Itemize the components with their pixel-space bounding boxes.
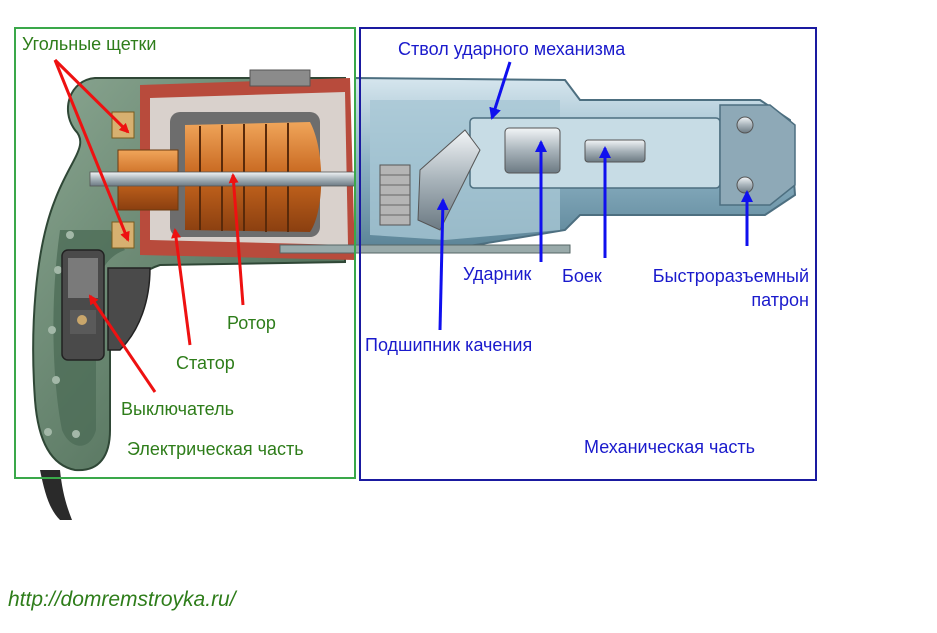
label-stator: Статор <box>176 353 235 373</box>
label-brushes: Угольные щетки <box>22 34 157 54</box>
label-chuck-line1: Быстроразъемный <box>652 266 809 286</box>
electric-part-frame <box>14 27 356 479</box>
label-chuck-line2: патрон <box>751 290 809 310</box>
label-striker: Ударник <box>463 264 532 284</box>
red-arrows <box>53 58 245 393</box>
label-firing-pin: Боек <box>562 266 602 286</box>
wobble-bearing <box>417 129 481 231</box>
label-bearing: Подшипник качения <box>365 335 533 355</box>
grip-dots <box>44 231 80 438</box>
label-electric-part: Электрическая часть <box>127 439 304 459</box>
label-switch: Выключатель <box>121 399 234 419</box>
arrow-rotor <box>228 173 245 306</box>
striker <box>504 127 561 174</box>
label-rotor: Ротор <box>227 313 276 333</box>
arrow-barrel <box>489 61 512 120</box>
drill-illustration <box>32 69 797 520</box>
mechanical-part-frame <box>359 27 817 481</box>
firing-pin <box>584 139 646 163</box>
arrow-bearing <box>436 198 449 331</box>
blue-arrows <box>436 61 753 331</box>
arrow-brushes-bottom <box>53 59 130 242</box>
arrow-brushes-top <box>53 58 130 134</box>
arrow-switch <box>88 294 157 393</box>
trigger <box>107 267 151 351</box>
label-mechanical-part: Механическая часть <box>584 437 756 457</box>
chuck <box>719 104 796 206</box>
label-barrel: Ствол ударного механизма <box>398 39 626 59</box>
power-cord <box>40 470 72 520</box>
arrow-stator <box>171 228 192 346</box>
source-url: http://domremstroyka.ru/ <box>8 588 236 611</box>
